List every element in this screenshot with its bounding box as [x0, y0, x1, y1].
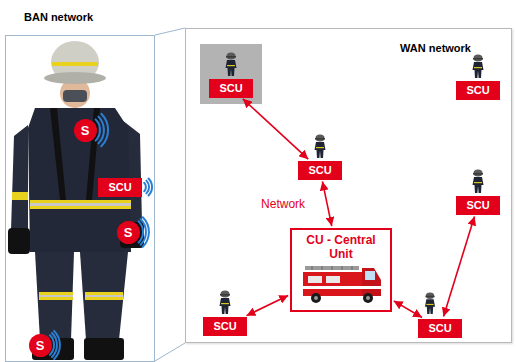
scu-box: SCU	[209, 79, 253, 98]
sensor-circle-shape	[74, 119, 97, 142]
firefighter-icon	[425, 292, 435, 314]
highlight-square	[200, 44, 262, 104]
panel-title: BAN network	[24, 11, 93, 23]
sensor-node: S	[117, 221, 140, 244]
firefighter-icon	[473, 55, 484, 79]
ban-panel: SSCUSSBAN network	[5, 35, 155, 362]
sensor-circle-shape	[117, 221, 140, 244]
sensor-label: S	[36, 338, 45, 353]
network-link-arrow	[444, 216, 475, 316]
unit-label: SCU	[108, 181, 131, 194]
zoom-line	[155, 28, 185, 35]
network-link-arrow	[322, 181, 331, 226]
network-link-arrow	[243, 99, 308, 159]
network-link-arrow	[394, 301, 422, 318]
scu-box: SCU	[456, 196, 500, 215]
scu-box: SCU	[456, 81, 500, 100]
sensor-circle-shape	[29, 334, 52, 357]
unit-label: SCU	[219, 82, 242, 95]
link-label: Network	[259, 197, 307, 211]
unit-label: SCU	[428, 322, 451, 335]
sensor-label: S	[81, 123, 90, 138]
central-unit-box: CU - Central Unit	[290, 228, 392, 312]
unit-label: SCU	[466, 84, 489, 97]
scu-box: SCU	[98, 178, 142, 197]
firefighter-icons	[220, 53, 484, 315]
wireless-symbols	[50, 114, 152, 359]
panel-ground	[185, 28, 512, 343]
sensor-label: S	[124, 225, 133, 240]
panel-title: WAN network	[400, 42, 471, 54]
scu-box: SCU	[203, 317, 247, 336]
unit-label: SCU	[213, 320, 236, 333]
unit-label: CU - Central Unit	[296, 233, 386, 261]
wan-panel: SCUSCUSCUCU - Central UnitSCUSCUSCUWAN n…	[185, 28, 512, 343]
scu-box: SCU	[418, 319, 462, 338]
unit-label: SCU	[466, 199, 489, 212]
unit-label: SCU	[308, 164, 331, 177]
zoom-line	[155, 343, 185, 361]
network-link-arrow	[246, 295, 288, 315]
fire-truck	[303, 266, 381, 303]
sensor-node: S	[29, 334, 52, 357]
sensor-node: S	[74, 119, 97, 142]
firefighter-figure	[8, 41, 144, 360]
firefighter-icon	[473, 170, 484, 194]
firefighter-icon	[226, 53, 237, 77]
firefighter-icon	[220, 291, 231, 315]
firefighter-icon	[315, 135, 326, 159]
scu-box: SCU	[298, 161, 342, 180]
